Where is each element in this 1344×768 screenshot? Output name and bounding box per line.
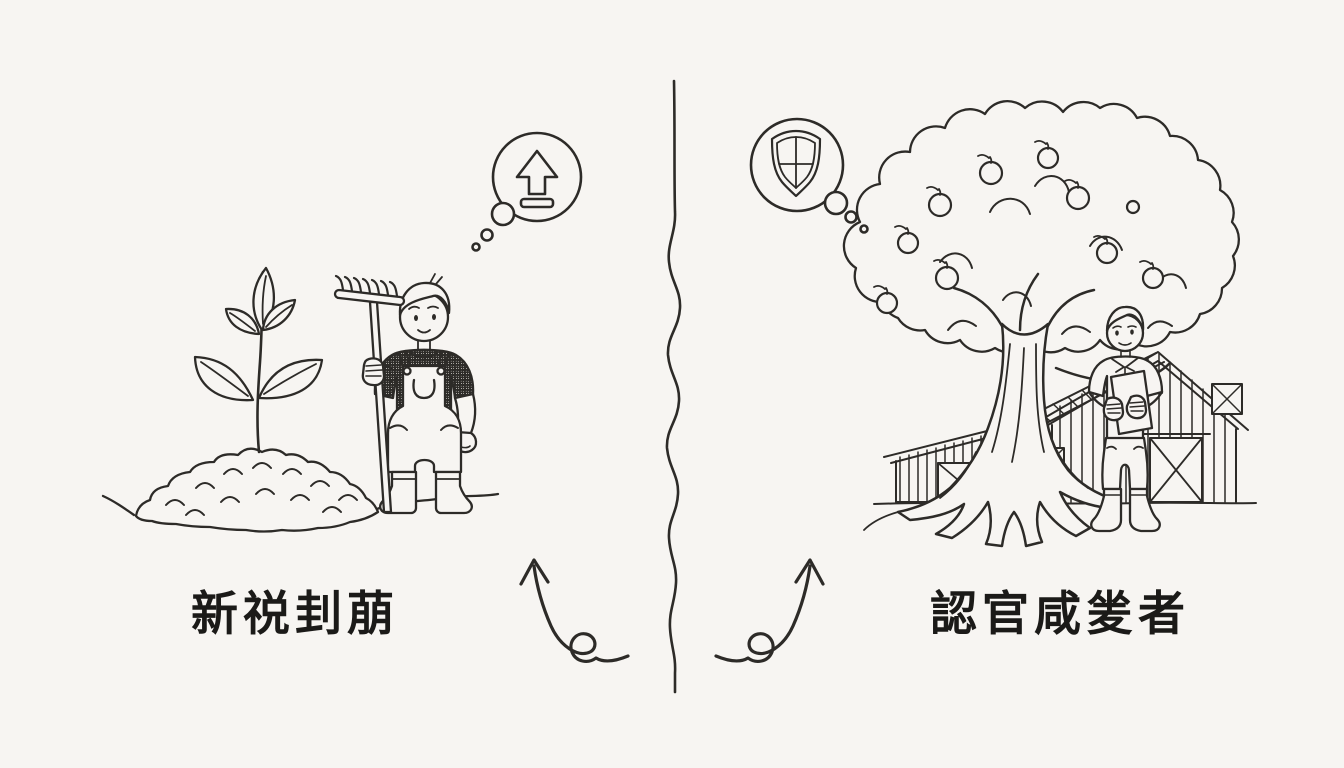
left-panel-label: 新祱刲萠 <box>191 587 399 640</box>
rake-bar <box>333 288 406 307</box>
soil-mound <box>134 447 380 533</box>
tree-trunk <box>896 322 1118 548</box>
farmer <box>333 273 478 515</box>
bark-texture <box>863 343 1089 531</box>
right-scene <box>749 100 1257 548</box>
certifier-smile <box>1118 342 1132 346</box>
farmer-smile <box>417 329 431 334</box>
canopy-texture <box>939 175 1187 335</box>
certifier-trousers <box>1101 436 1149 491</box>
arrow-up-icon <box>515 149 559 196</box>
thought-bubble-growth <box>471 131 583 252</box>
soil-texture <box>165 462 358 516</box>
curl-arrow-right-head <box>794 558 825 586</box>
bib-pocket <box>412 378 436 400</box>
apples <box>873 139 1165 315</box>
rake-teeth <box>334 274 399 298</box>
bubble-trail-2 <box>471 242 481 252</box>
ground-line-left <box>101 494 136 517</box>
curl-arrow-left-head <box>519 558 550 586</box>
certifier-boot-right <box>1128 487 1161 533</box>
certifier-boot-left <box>1090 487 1123 533</box>
farmer-hair <box>398 281 451 317</box>
bubble-bump <box>490 201 516 227</box>
right-panel-label: 認官咸夎者 <box>930 587 1190 640</box>
farmer-overalls <box>386 364 463 474</box>
certifier <box>1087 305 1164 533</box>
rake <box>333 274 406 514</box>
rake-handle <box>368 300 393 514</box>
bubble-trail-2 <box>859 224 869 234</box>
curled-arrows <box>519 558 825 663</box>
seedling <box>193 266 324 454</box>
bubble-trail-1 <box>480 228 494 242</box>
certifier-hair <box>1105 305 1145 333</box>
bubble-trail-1 <box>844 210 858 224</box>
wavy-divider <box>665 79 682 694</box>
bubble-bump <box>823 190 849 216</box>
farmer-collar <box>409 350 439 359</box>
shield-icon <box>770 129 822 198</box>
curl-arrow-right <box>714 564 812 663</box>
farmer-boot-right <box>434 470 473 515</box>
left-scene <box>101 131 583 533</box>
curl-arrow-left <box>532 564 630 663</box>
arrow-base <box>519 197 555 209</box>
thought-bubble-protection <box>749 117 869 234</box>
